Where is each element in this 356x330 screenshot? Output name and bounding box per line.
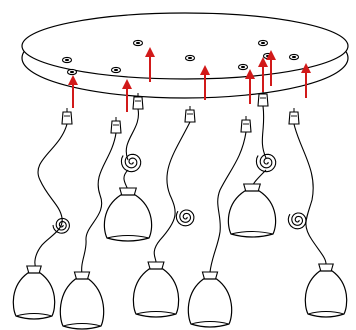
cord: [126, 109, 138, 160]
pendant-shades: [13, 184, 346, 329]
connector-body: [258, 94, 268, 106]
ceiling-canopy: [22, 13, 348, 98]
hole-center: [241, 65, 245, 69]
cord: [124, 170, 128, 190]
pendant-shade: [133, 262, 178, 317]
shade-body: [60, 279, 103, 329]
hole-center: [65, 58, 69, 62]
shade-cap: [120, 188, 137, 195]
connector-body: [241, 120, 251, 132]
cord: [210, 132, 246, 272]
cord-spiral: [256, 154, 275, 171]
shade-rim: [63, 324, 101, 327]
pendant-shade: [104, 188, 151, 241]
shade-body: [305, 271, 346, 317]
shade-rim: [136, 312, 176, 315]
shade-cap: [319, 264, 333, 271]
connector-body: [185, 110, 195, 122]
canopy-hole: [63, 57, 72, 62]
cord-spiral: [288, 213, 306, 229]
shade-rim: [308, 312, 344, 315]
connector-body: [289, 112, 299, 124]
socket-connector: [133, 93, 143, 109]
hole-center: [136, 41, 140, 45]
socket-connector: [258, 90, 268, 106]
hole-center: [70, 70, 74, 74]
pendant-shade: [305, 264, 346, 317]
cord: [262, 106, 266, 158]
up-arrows: [68, 47, 311, 112]
shade-cap: [74, 272, 89, 279]
pendant-shade: [13, 266, 54, 319]
hole-center: [261, 41, 265, 45]
shade-body: [104, 195, 151, 241]
socket-connector: [289, 108, 299, 124]
socket-connector: [111, 117, 121, 133]
canopy-hole: [68, 69, 77, 74]
hole-center: [292, 55, 296, 59]
shade-body: [133, 269, 178, 317]
canopy-hole: [134, 40, 143, 45]
pendant-cords: [35, 106, 326, 274]
cord: [82, 133, 116, 274]
pendant-shade: [188, 272, 231, 327]
shade-cap: [148, 262, 164, 269]
connector-body: [133, 97, 143, 109]
hole-center: [266, 54, 270, 58]
shade-cap: [244, 184, 261, 191]
cord-spiral: [121, 154, 140, 171]
cord-spiral: [176, 210, 194, 226]
shade-body: [228, 191, 275, 237]
cord: [294, 124, 326, 264]
canopy-hole: [112, 67, 121, 72]
canopy-hole: [239, 64, 248, 69]
canopy-hole: [186, 55, 195, 60]
shade-rim: [231, 232, 273, 235]
socket-connector: [62, 108, 72, 124]
shade-body: [188, 279, 231, 327]
canopy-hole: [259, 40, 268, 45]
cord: [154, 122, 190, 262]
cord-spiral: [53, 218, 69, 233]
shade-cap: [27, 266, 41, 273]
connector-body: [62, 112, 72, 124]
socket-connector: [185, 106, 195, 122]
pendant-shade: [228, 184, 275, 237]
shade-rim: [16, 314, 52, 317]
hole-center: [188, 56, 192, 60]
shade-rim: [107, 236, 149, 239]
shade-cap: [202, 272, 217, 279]
hole-center: [114, 68, 118, 72]
socket-connectors: [62, 90, 299, 133]
connector-body: [111, 121, 121, 133]
cord: [35, 124, 67, 268]
shade-rim: [191, 322, 229, 325]
socket-connector: [241, 116, 251, 132]
canopy-hole: [290, 54, 299, 59]
shade-body: [13, 273, 54, 319]
pendant-shade: [60, 272, 103, 329]
